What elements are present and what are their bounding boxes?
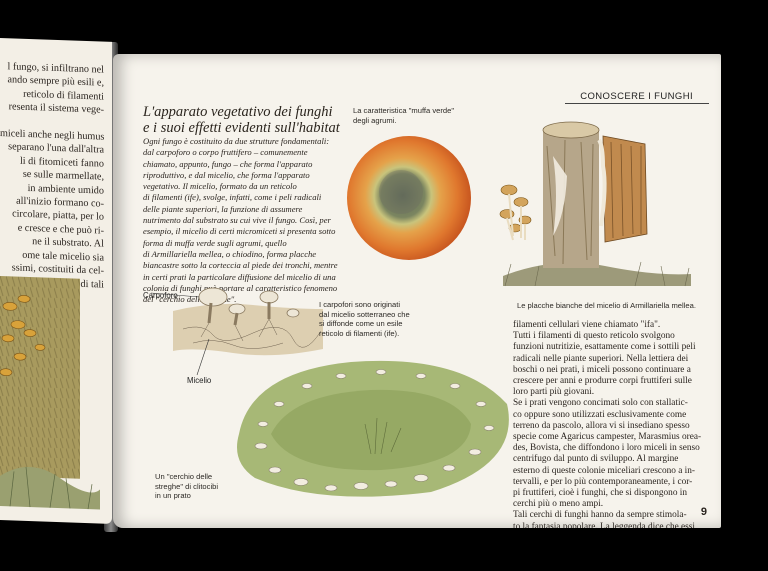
intro-line: riproduttivo, e dal micelio, che forma l… (143, 169, 310, 180)
body-line: cerchi più o meno ampi. (513, 499, 604, 510)
caption-mold-line: La caratteristica "muffa verde" (353, 106, 455, 115)
intro-line: dal carpoforo o corpo fruttifero – comun… (143, 147, 308, 158)
body-line: tervalli, e per lo più contemporaneament… (513, 476, 693, 487)
right-page: CONOSCERE I FUNGHI L'apparato vegetativo… (113, 54, 721, 528)
header-rule (565, 103, 709, 104)
armillaria-stump-illustration (499, 121, 691, 287)
caption-carpofori-line: dal micelio sotterraneo che (319, 309, 410, 319)
mycelium-diagram (150, 287, 323, 376)
article-title: L'apparato vegetativo dei funghi e i suo… (143, 104, 383, 136)
intro-line: colonia di funghi può portare al caratte… (143, 282, 338, 293)
label-micelio: Micelio (187, 376, 212, 385)
caption-mold: La caratteristica "muffa verde" degli ag… (353, 106, 454, 125)
body-line: esterno di queste colonie miceliari cres… (513, 465, 695, 476)
intro-line: forma di muffa verde sugli agrumi, quell… (143, 237, 287, 248)
body-line: radicali nelle piante superiori. Nella l… (513, 353, 689, 364)
intro-line: chiamato, appunto, fungo – che forma l'a… (143, 158, 313, 169)
body-line: loro parti più giovani. (513, 387, 595, 398)
body-line: des, Bovista, che diffondono i loro mice… (513, 443, 700, 454)
caption-ring-line: Un "cerchio delle (155, 472, 213, 481)
intro-line: di Armillariella mellea, o chiodino, for… (143, 248, 317, 259)
intro-line: del "cerchio delle streghe". (143, 294, 237, 305)
intro-line: biancastre sotto la corteccia al piede d… (143, 260, 338, 271)
body-line: funzioni nutritizie, esattamente come i … (513, 342, 696, 353)
moldy-citrus-illustration (347, 136, 471, 260)
caption-carpofori: I carpofori sono originati dal micelio s… (319, 300, 410, 338)
fairy-ring-illustration (237, 360, 509, 497)
intro-line: esempio, il micelio di certi micromiceti… (143, 226, 336, 237)
caption-carpofori-line: reticolo di filamenti (ife). (319, 328, 400, 338)
body-line: specie come Agaricus campester, Marasmiu… (513, 432, 702, 443)
body-line: co oppure sono utilizzati esclusivamente… (513, 409, 687, 420)
intro-line: delle piante superiori, la funzione di a… (143, 203, 303, 214)
body-line: crescere per anni e produrre corpi frutt… (513, 376, 692, 387)
body-line: pi fruttiferi, cioè i funghi, che si dis… (513, 488, 688, 499)
caption-fairy-ring: Un "cerchio delle streghe" di clitocibi … (155, 472, 218, 501)
body-line: boschi o nei prati, i miceli possono con… (513, 364, 691, 375)
intro-line: Ogni fungo è costituito da due strutture… (143, 136, 330, 146)
title-line-1: L'apparato vegetativo dei funghi (143, 104, 333, 120)
intro-line: vegetativo. Il micelio, formato da un re… (143, 181, 297, 192)
body-line: Tali cerchi di funghi hanno da sempre st… (513, 510, 687, 521)
intro-line: in certi prati la particolare diffusione… (143, 271, 336, 282)
label-carpoforo: Carpoforo (143, 291, 178, 300)
body-line: Tutti i filamenti di questo reticolo svo… (513, 331, 675, 342)
body-line: Se i prati vengono concimati solo con st… (513, 398, 688, 409)
page-number: 9 (700, 506, 707, 518)
body-line: to la fantasia popolare. La leggenda dic… (513, 521, 695, 528)
intro-line: nutrimento dal substrato su cui vive il … (143, 215, 331, 226)
caption-carpofori-line: I carpofori sono originati (319, 300, 401, 309)
article-intro: Ogni fungo è costituito da due strutture… (143, 136, 357, 305)
caption-armillaria: Le placche bianche del micelio di Armill… (517, 301, 696, 310)
article-body-column: filamenti cellulari viene chiamato "ifa"… (513, 320, 713, 528)
title-line-2: e i suoi effetti evidenti sull'habitat (143, 120, 340, 136)
body-line: filamenti cellulari viene chiamato "ifa"… (513, 320, 661, 330)
intro-line: di filamenti (ife), svolge, infatti, com… (143, 192, 322, 203)
body-line: terreno da pascolo, allora vi si insedia… (513, 420, 690, 431)
caption-carpofori-line: si diffonde come un esile (319, 319, 403, 329)
section-header: CONOSCERE I FUNGHI (580, 91, 693, 102)
caption-ring-line: streghe" di clitocibi (155, 481, 219, 491)
caption-mold-line: degli agrumi. (353, 115, 397, 125)
left-page-mushroom-illustration (0, 276, 100, 510)
caption-ring-line: in un prato (155, 491, 191, 501)
body-line: centrifugo dal punto di sviluppo. Al mar… (513, 454, 679, 465)
